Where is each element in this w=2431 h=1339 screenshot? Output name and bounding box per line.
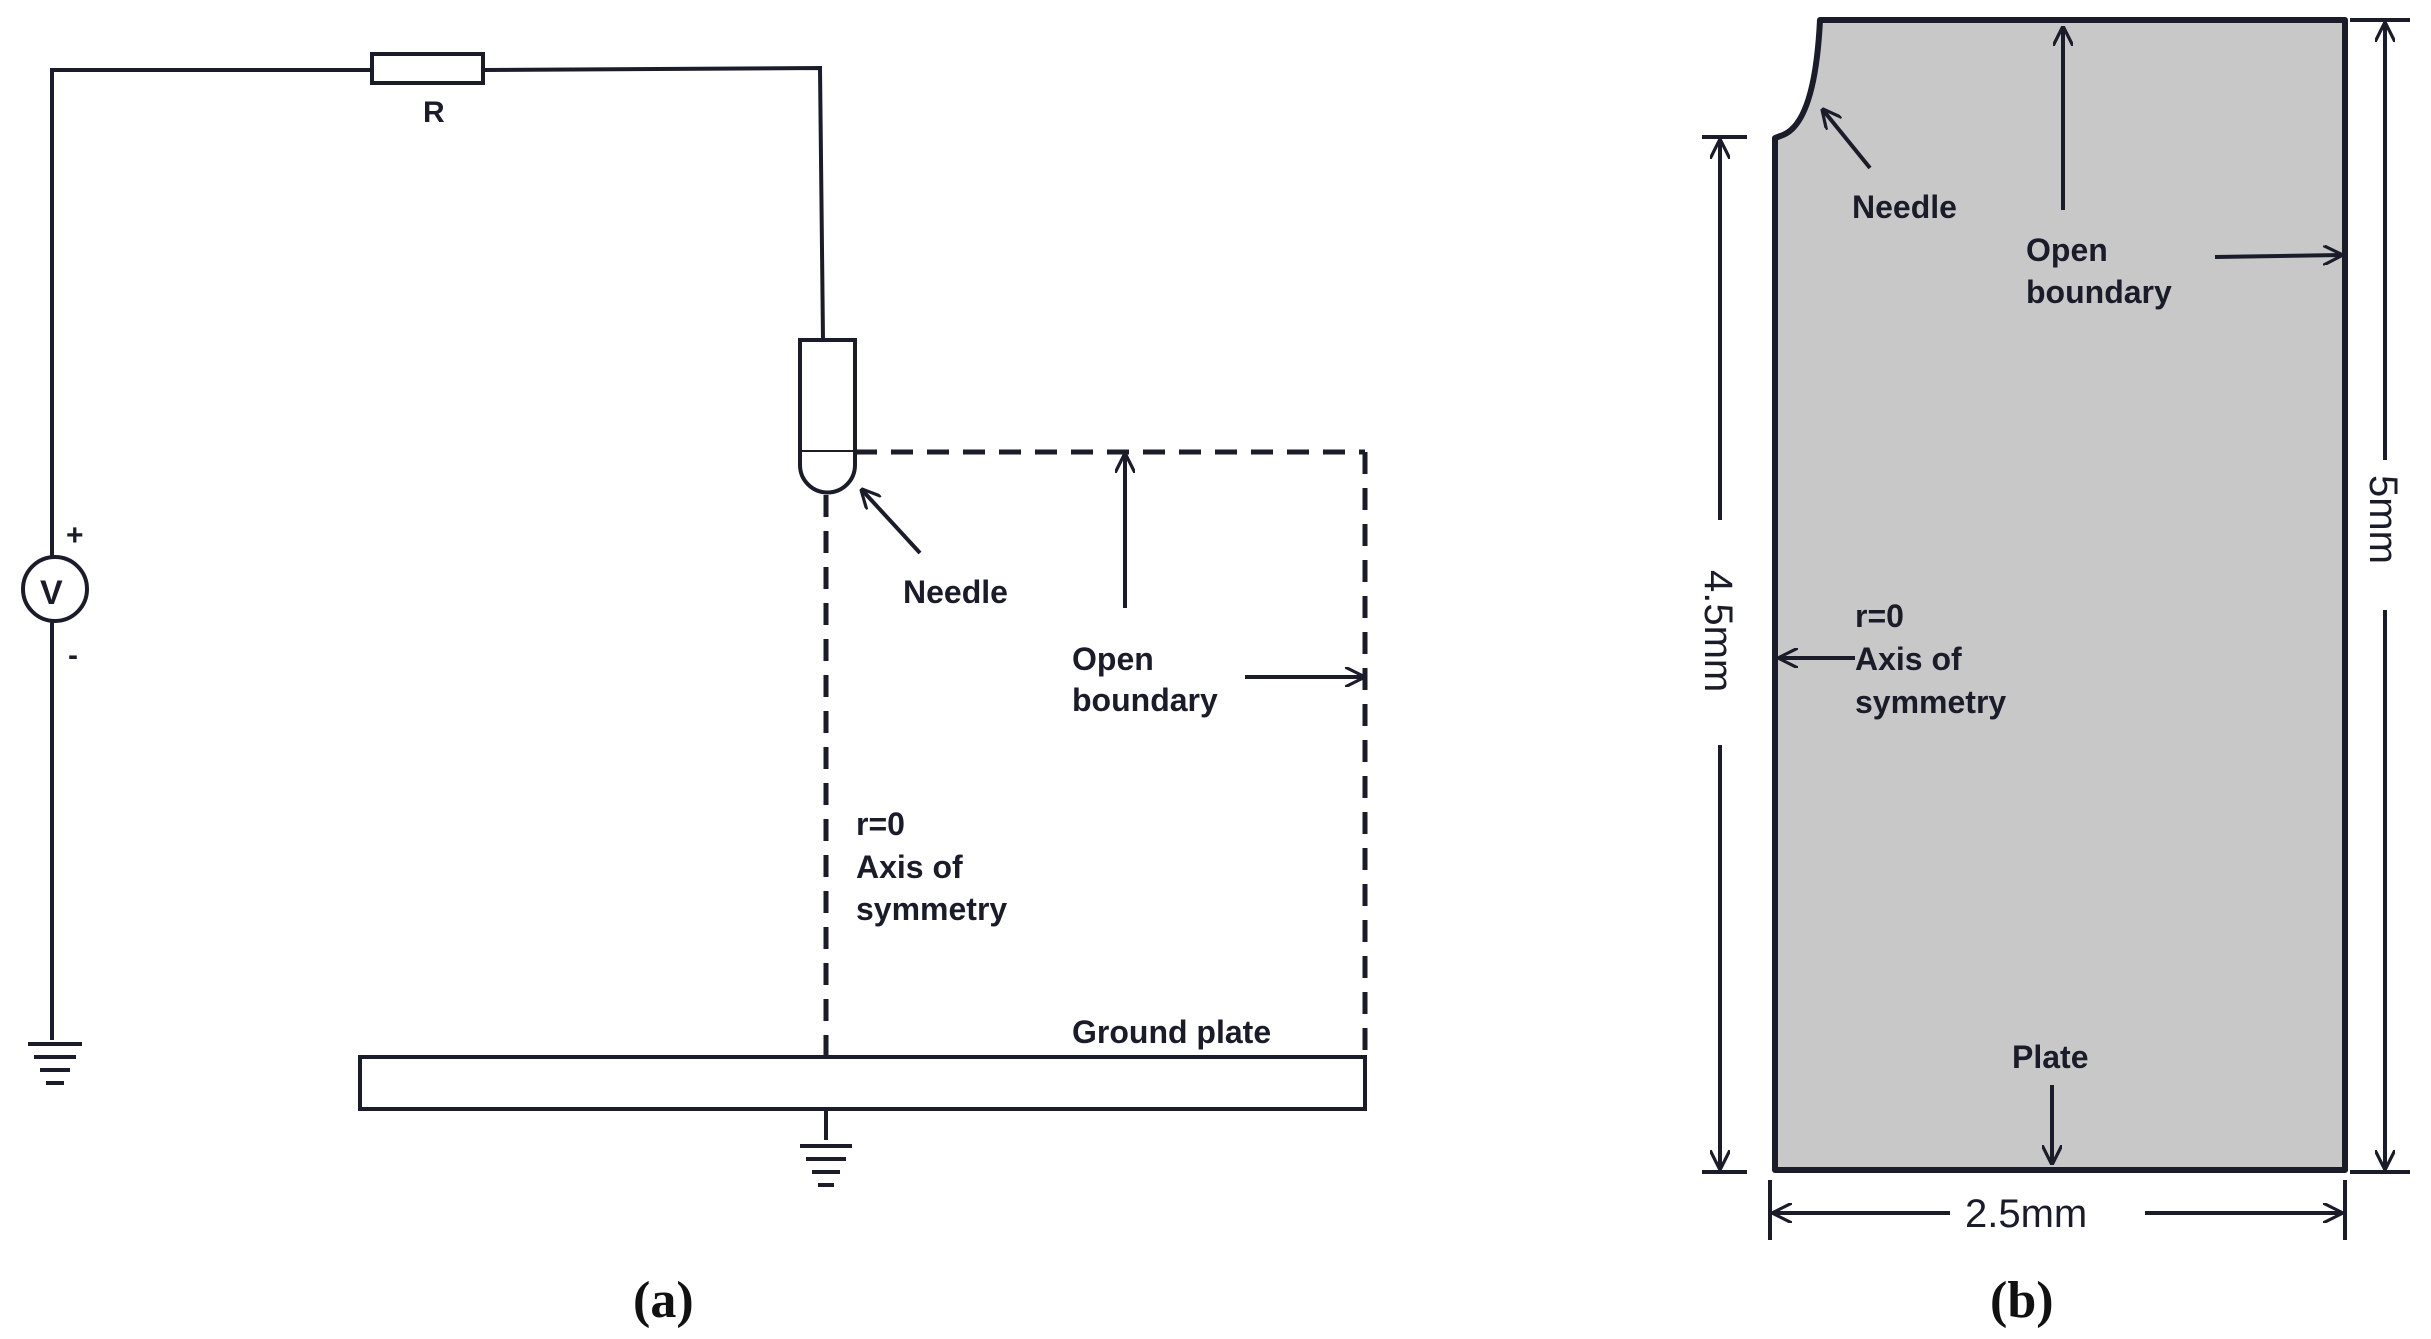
height-right-label: 5mm: [2361, 475, 2405, 564]
needle-arrow: [862, 490, 922, 555]
width-dimension: [1768, 1180, 2347, 1240]
height-left-label: 4.5mm: [1696, 570, 1740, 692]
open-boundary-label-1: Open: [1072, 641, 1154, 677]
voltage-source-label: V: [40, 574, 63, 612]
axis-label-1-b: r=0: [1855, 598, 1904, 634]
needle-label-b: Needle: [1852, 189, 1957, 225]
open-boundary-arrow-right-b: [2214, 255, 2341, 257]
circuit-wire: [50, 65, 825, 1040]
axis-label-3: symmetry: [856, 891, 1007, 927]
plate-label-b: Plate: [2012, 1039, 2088, 1075]
height-dimension-left: [1702, 135, 1747, 1174]
ground-symbol-plate: [800, 1144, 852, 1187]
open-boundary-label-2: boundary: [1072, 682, 1218, 718]
axis-label-2: Axis of: [856, 849, 963, 885]
caption-b: (b): [1990, 1272, 2054, 1329]
computational-domain: [1772, 17, 2348, 1173]
resistor: [370, 52, 485, 85]
caption-a: (a): [633, 1272, 694, 1329]
ground-symbol-left: [28, 1042, 82, 1085]
open-boundary-label-2-b: boundary: [2026, 274, 2172, 310]
minus-sign: -: [68, 639, 78, 672]
panel-a: R V + -: [21, 52, 1368, 1329]
axis-label-1: r=0: [856, 806, 905, 842]
open-boundary-dashed: [823, 449, 1368, 1055]
ground-plate-label: Ground plate: [1072, 1014, 1271, 1050]
width-label: 2.5mm: [1965, 1192, 2087, 1236]
panel-b: Needle Open boundary r=0 Axis of symmetr…: [1696, 17, 2410, 1329]
needle-arrow-b: [1823, 110, 1872, 170]
open-boundary-label-1-b: Open: [2026, 232, 2108, 268]
needle-label: Needle: [903, 574, 1008, 610]
axis-label-2-b: Axis of: [1855, 641, 1962, 677]
plus-sign: +: [66, 519, 84, 552]
voltage-source: [21, 555, 89, 623]
resistor-label: R: [423, 96, 445, 129]
height-dimension-right: [2350, 18, 2410, 1174]
ground-plate: [358, 1055, 1367, 1111]
needle: [798, 338, 857, 495]
axis-label-3-b: symmetry: [1855, 684, 2006, 720]
